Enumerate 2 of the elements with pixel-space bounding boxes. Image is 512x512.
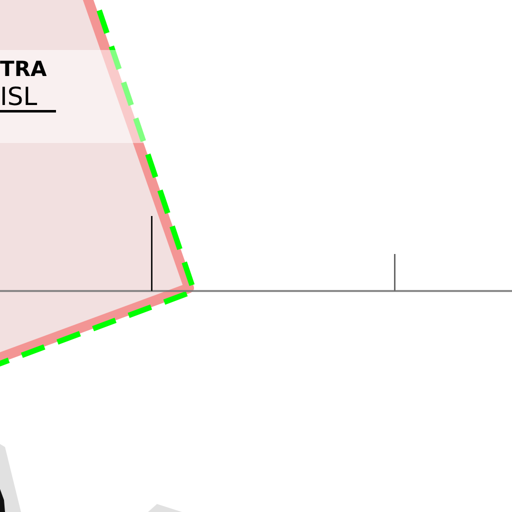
zone-name: TRA: [0, 59, 47, 80]
altitude-limit: ISL: [0, 84, 38, 109]
